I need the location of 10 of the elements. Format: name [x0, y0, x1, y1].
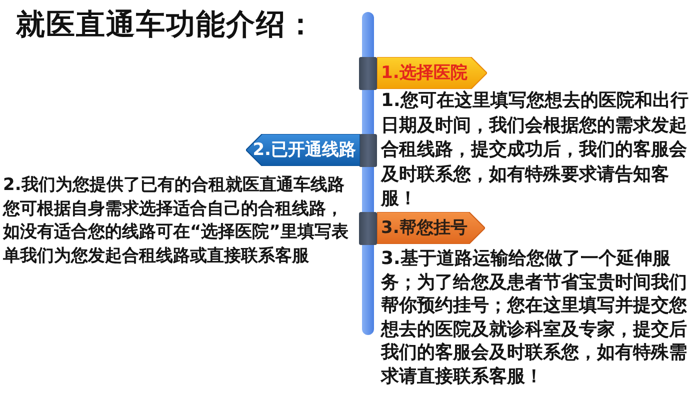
right-arrow-sign: [377, 212, 485, 244]
sign-label: 3.帮您挂号: [381, 217, 468, 240]
left-arrow-sign: [246, 134, 360, 166]
title: 就医直通车功能介绍：: [16, 6, 316, 42]
sign-label: 1.选择医院: [381, 62, 468, 85]
description-text: 1.您可在这里填写您想去的医院和出行日期及时间，我们会根据您的需求发起合租线路，提交成功后，我们的客服会及时联系您，如有特殊要求请告知客服！: [381, 89, 690, 211]
description-text: 3.基于道路运输给您做了一个延伸服务；为了给您及患者节省宝贵时间我们帮你预约挂号；您在这里填写并提交您想去的医院及就诊科室及专家，提交后我们的客服会及时联系您，如有特殊需求请直接联系客服！: [381, 247, 688, 388]
description-text: 2.我们为您提供了已有的合租就医直通车线路您可根据自身需求选择适合自己的合租线路，如没有适合您的线路可在“选择医院”里填写表单我们为您发起合租线路或直接联系客服: [3, 174, 350, 268]
sign-label: 2.已开通线路: [252, 139, 356, 162]
right-arrow-sign: [377, 57, 487, 89]
